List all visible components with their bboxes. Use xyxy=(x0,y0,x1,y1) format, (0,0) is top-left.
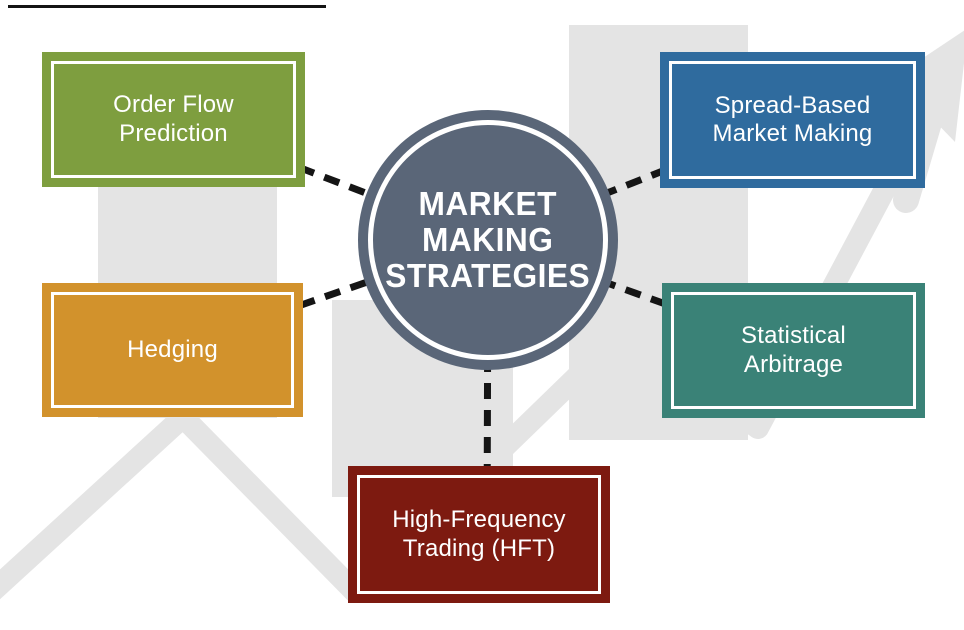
node-label-high-frequency-trading: High-Frequency Trading (HFT) xyxy=(392,506,566,562)
node-statistical-arbitrage: Statistical Arbitrage xyxy=(662,283,925,418)
center-node-label: MARKET MAKING STRATEGIES xyxy=(385,184,591,295)
node-label-order-flow-prediction: Order Flow Prediction xyxy=(113,91,234,147)
node-inner-border: Order Flow Prediction xyxy=(51,61,296,178)
top-border-line xyxy=(8,5,326,8)
node-high-frequency-trading: High-Frequency Trading (HFT) xyxy=(348,466,610,603)
center-node: MARKET MAKING STRATEGIES xyxy=(358,110,618,370)
node-inner-border: Hedging xyxy=(51,292,294,408)
node-inner-border: Spread-Based Market Making xyxy=(669,61,916,179)
center-node-ring: MARKET MAKING STRATEGIES xyxy=(368,120,608,360)
node-hedging: Hedging xyxy=(42,283,303,417)
node-order-flow-prediction: Order Flow Prediction xyxy=(42,52,305,187)
node-label-statistical-arbitrage: Statistical Arbitrage xyxy=(741,322,846,378)
node-inner-border: Statistical Arbitrage xyxy=(671,292,916,409)
node-label-spread-based-market-making: Spread-Based Market Making xyxy=(712,91,873,147)
node-label-hedging: Hedging xyxy=(127,335,218,363)
node-inner-border: High-Frequency Trading (HFT) xyxy=(357,475,601,594)
node-spread-based-market-making: Spread-Based Market Making xyxy=(660,52,925,188)
